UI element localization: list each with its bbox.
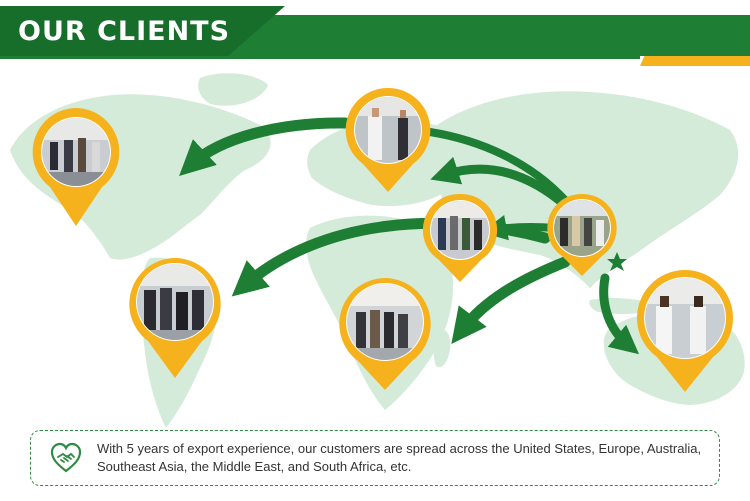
- arrow-to-africa: [451, 256, 571, 344]
- arrow-to-europe-upper: [426, 128, 569, 204]
- handshake-heart-icon: [50, 442, 82, 473]
- arrow-to-australia: [599, 273, 640, 355]
- pin-australia: [636, 270, 734, 392]
- page-title: OUR CLIENTS: [18, 16, 231, 47]
- star-icon: [607, 252, 627, 271]
- pin-europe: [345, 87, 431, 192]
- pin-china-origin: [547, 193, 617, 276]
- info-box: With 5 years of export experience, our c…: [30, 430, 720, 486]
- madagascar-land: [433, 329, 451, 368]
- header-title-tab: OUR CLIENTS: [0, 6, 285, 56]
- header-accent-bar: [640, 56, 750, 66]
- header-divider: [0, 56, 640, 59]
- arrow-to-europe: [430, 156, 570, 210]
- arrow-to-north-america: [179, 117, 351, 176]
- pin-middle-east: [422, 193, 498, 282]
- pin-north-america: [32, 108, 120, 226]
- pin-south-america: [129, 258, 221, 378]
- arrow-to-south-america: [231, 217, 551, 297]
- pin-africa: [339, 278, 431, 390]
- info-text: With 5 years of export experience, our c…: [97, 441, 702, 474]
- greenland-land: [198, 73, 268, 106]
